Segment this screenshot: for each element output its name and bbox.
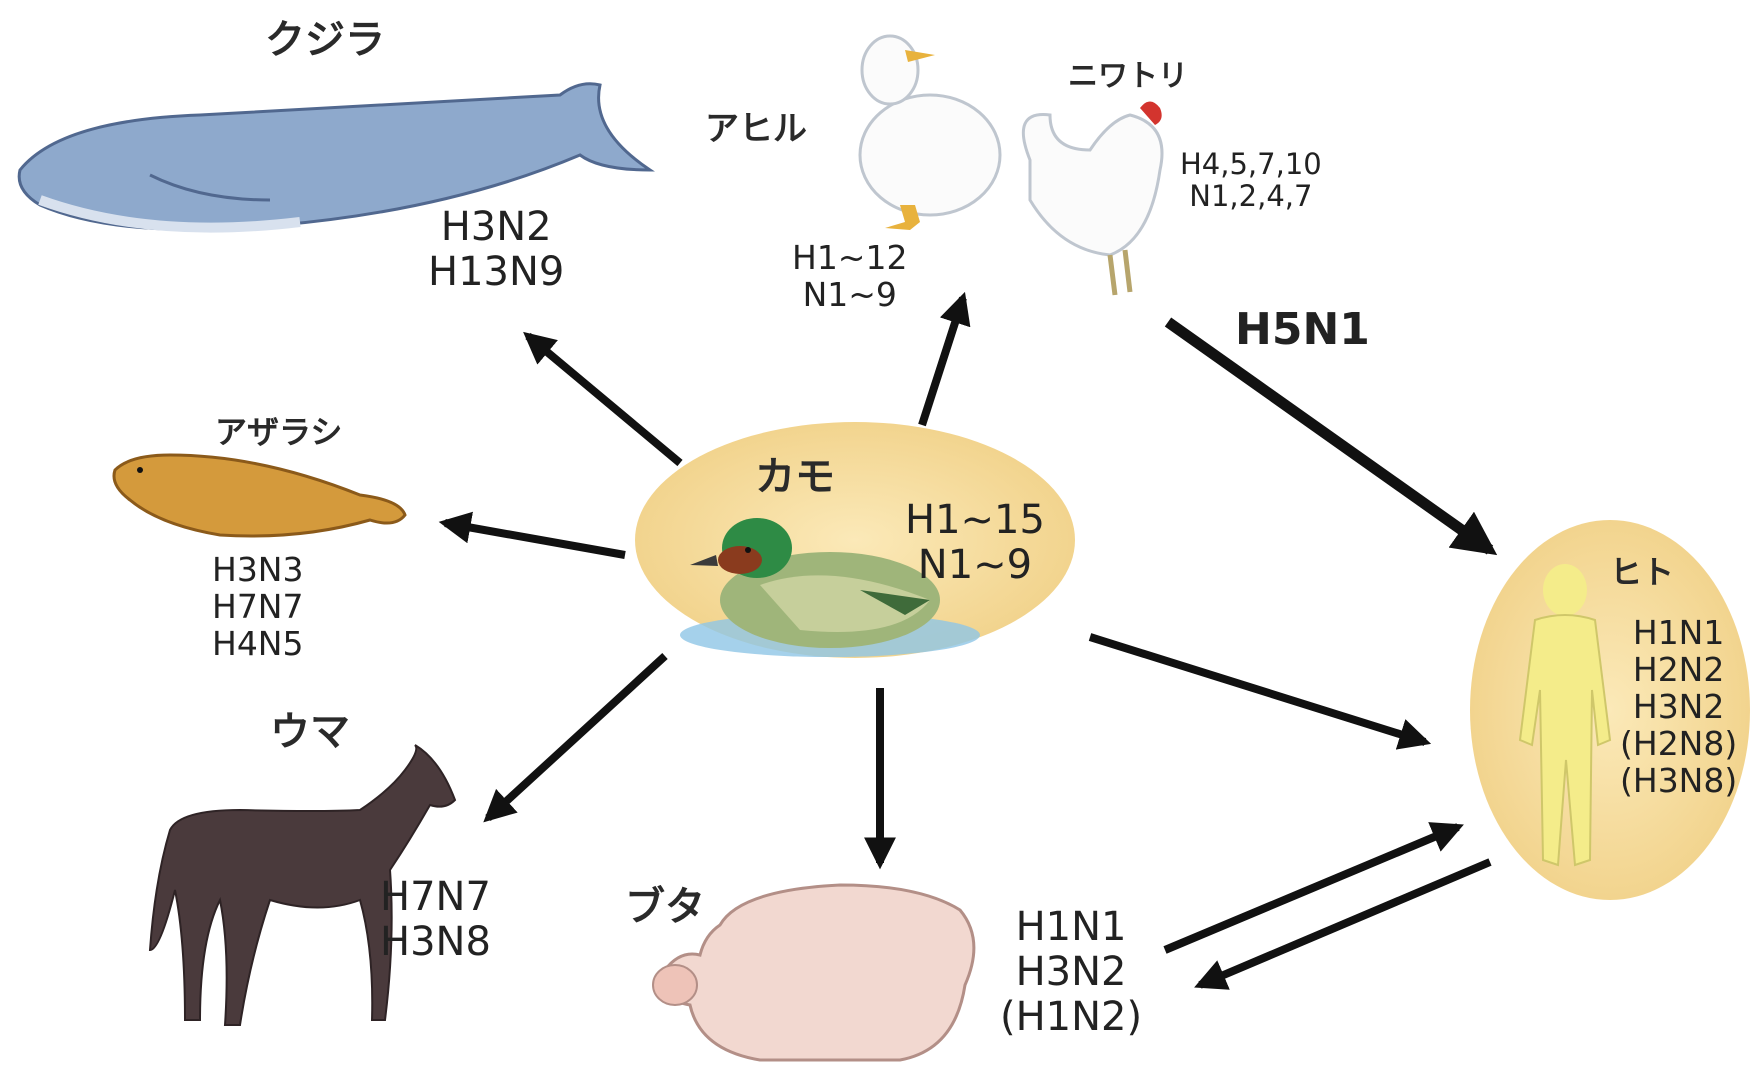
domestic-duck-icon [860, 36, 1000, 230]
chicken-subtype-1: H4,5,7,10 [1180, 148, 1322, 180]
horse-subtype-2: H3N8 [380, 920, 491, 965]
center-duck-subtype-2: N1~9 [905, 543, 1045, 588]
seal-subtype-1: H3N3 [212, 552, 304, 589]
whale-subtypes: H3N2 H13N9 [428, 205, 564, 295]
arrow-chicken-to-human [1168, 322, 1490, 550]
human-subtype-5: (H3N8) [1620, 763, 1737, 800]
domestic-duck-subtype-2: N1~9 [792, 277, 907, 314]
pig-subtype-2: H3N2 [1000, 950, 1142, 995]
whale-subtype-2: H13N9 [428, 250, 564, 295]
seal-name: アザラシ [215, 415, 342, 451]
arrow-to-whale [528, 336, 680, 463]
arrow-to-horse [488, 656, 665, 818]
human-subtype-1: H1N1 [1620, 615, 1737, 652]
human-subtype-4: (H2N8) [1620, 726, 1737, 763]
pig-subtypes: H1N1 H3N2 (H1N2) [1000, 905, 1142, 1039]
arrow-to-seal [445, 523, 625, 555]
arrow-to-domestic-duck [922, 298, 963, 425]
h5n1-edge-label: H5N1 [1235, 305, 1370, 354]
chicken-name: ニワトリ [1068, 60, 1188, 94]
human-subtype-2: H2N2 [1620, 652, 1737, 689]
arrow-pig-to-human [1165, 827, 1458, 950]
human-name: ヒト [1610, 555, 1674, 591]
pig-subtype-3: (H1N2) [1000, 995, 1142, 1040]
pig-name: ブタ [625, 885, 705, 930]
horse-subtypes: H7N7 H3N8 [380, 875, 491, 965]
chicken-subtype-2: N1,2,4,7 [1180, 180, 1322, 212]
seal-subtype-2: H7N7 [212, 589, 304, 626]
human-subtype-3: H3N2 [1620, 689, 1737, 726]
domestic-duck-subtype-1: H1~12 [792, 240, 907, 277]
whale-name: クジラ [265, 18, 385, 63]
seal-subtypes: H3N3 H7N7 H4N5 [212, 552, 304, 663]
center-duck-subtypes: H1~15 N1~9 [905, 498, 1045, 588]
horse-name: ウマ [270, 710, 350, 755]
seal-icon [114, 455, 405, 536]
chicken-subtypes: H4,5,7,10 N1,2,4,7 [1180, 148, 1322, 213]
pig-subtype-1: H1N1 [1000, 905, 1142, 950]
center-duck-subtype-1: H1~15 [905, 498, 1045, 543]
domestic-duck-subtypes: H1~12 N1~9 [792, 240, 907, 314]
human-subtypes: H1N1 H2N2 H3N2 (H2N8) (H3N8) [1620, 615, 1737, 800]
arrow-human-to-pig [1200, 862, 1490, 985]
whale-subtype-1: H3N2 [428, 205, 564, 250]
seal-subtype-3: H4N5 [212, 626, 304, 663]
center-duck-name: カモ [755, 455, 835, 500]
domestic-duck-name: アヒル [705, 110, 807, 148]
arrow-to-human [1090, 637, 1425, 742]
chicken-icon [1023, 102, 1162, 296]
horse-subtype-1: H7N7 [380, 875, 491, 920]
